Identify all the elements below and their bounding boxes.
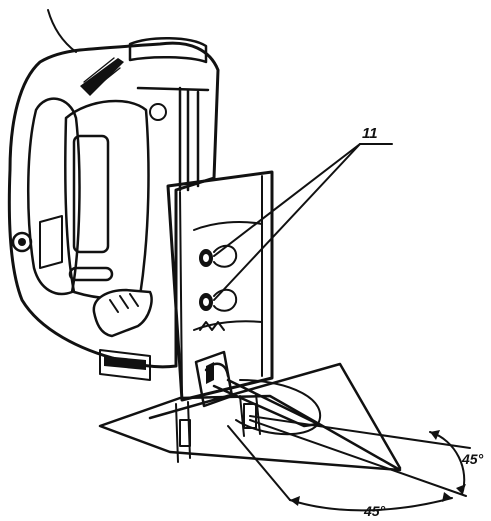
callout-number: 11 bbox=[362, 125, 378, 142]
bevel-lever bbox=[92, 288, 153, 338]
switch-slot bbox=[68, 266, 114, 282]
callout-11: 11 bbox=[213, 125, 393, 301]
angle-label-horizontal: 45° bbox=[363, 503, 386, 519]
angle-dimensions bbox=[227, 415, 471, 512]
front-plate bbox=[166, 170, 274, 402]
reference-line-b bbox=[249, 419, 467, 497]
vent-grill bbox=[80, 57, 124, 96]
power-cord bbox=[47, 9, 77, 53]
base-plane-tilted bbox=[148, 362, 402, 470]
top-grip bbox=[128, 36, 208, 64]
base-plate bbox=[98, 362, 402, 472]
reference-line-a bbox=[249, 415, 471, 449]
adjust-screw-lower bbox=[199, 288, 238, 312]
adjust-screw-upper bbox=[199, 244, 238, 268]
angle-label-vertical: 45° bbox=[461, 451, 484, 467]
side-window bbox=[72, 134, 110, 254]
handle-cutout bbox=[26, 97, 81, 296]
side-bracket bbox=[39, 215, 63, 269]
guide-column bbox=[136, 86, 274, 402]
base-plane-horizontal bbox=[98, 394, 402, 472]
arc-horizontal-bevel bbox=[289, 497, 453, 512]
lower-housing bbox=[99, 349, 151, 381]
speed-knob bbox=[11, 231, 33, 253]
leader-upper bbox=[213, 143, 361, 257]
blade-teeth bbox=[199, 321, 225, 331]
reference-line-c bbox=[227, 425, 291, 501]
leader-lower bbox=[213, 143, 361, 301]
tool-housing bbox=[7, 9, 220, 381]
